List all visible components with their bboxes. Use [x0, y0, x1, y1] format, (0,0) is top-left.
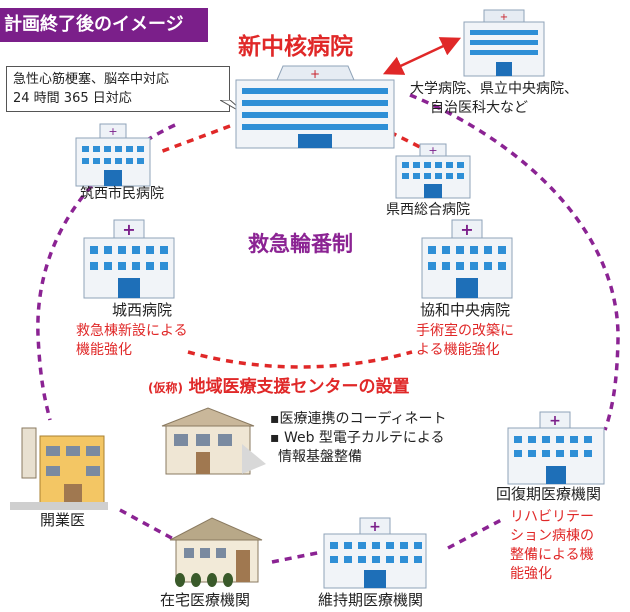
link-hub-chikusei: [159, 124, 231, 154]
center-bullets: ▪医療連携のコーディネート ▪ Web 型電子カルテによる 情報基盤整備: [270, 410, 447, 467]
clinic-icon: [10, 427, 108, 510]
hub-title: 新中核病院: [238, 34, 353, 60]
center-title-prefix: (仮称): [148, 381, 183, 395]
chikusei-label: 筑西市民病院: [80, 186, 164, 202]
svg-text:+: +: [500, 12, 508, 23]
bullet-icon: ▪: [270, 411, 280, 427]
callout-line-2: 24 時間 365 日対応: [13, 91, 132, 106]
link-maintenance-recovery: [447, 516, 506, 550]
kensei-label: 県西総合病院: [386, 202, 470, 218]
recovery-note-line-1: リハビリテー: [510, 509, 594, 525]
recovery-note-line-2: ション病棟の: [510, 528, 594, 544]
svg-text:+: +: [122, 220, 135, 239]
svg-text:+: +: [460, 220, 473, 239]
bullet-icon: ▪: [270, 430, 284, 446]
homecare-icon: [169, 517, 263, 587]
center-bullet-2b: 情報基盤整備: [278, 449, 362, 465]
center-bullet-1-text: 医療連携のコーディネート: [279, 411, 447, 427]
kyowa-note-line-1: 手術室の改築に: [416, 323, 514, 339]
plan-banner: 計画終了後のイメージ: [0, 8, 208, 42]
recovery-label: 回復期医療機関: [496, 485, 602, 503]
support-center-icon: [161, 407, 266, 475]
center-bullet-1: ▪医療連携のコーディネート: [270, 410, 447, 429]
university-hospital-icon: +: [463, 9, 545, 77]
josai-note-line-2: 機能強化: [76, 342, 132, 358]
rotation-loop-right: [409, 93, 620, 431]
hub-hospital-icon: +: [235, 65, 395, 149]
svg-text:+: +: [549, 413, 561, 429]
university-label: 大学病院、県立中央病院、 自治医科大など: [410, 80, 578, 118]
rotation-label: 救急輪番制: [248, 232, 353, 256]
josai-label: 城西病院: [112, 301, 173, 319]
chikusei-hospital-icon: +: [75, 123, 151, 187]
center-title-main: 地域医療支援センターの設置: [188, 377, 410, 397]
recovery-note-line-4: 能強化: [510, 566, 552, 582]
maintenance-label: 維持期医療機関: [318, 591, 424, 609]
center-bullet-2-text: Web 型電子カルテによる: [283, 430, 445, 446]
link-homecare-maintenance: [271, 550, 323, 564]
hub-callout: 急性心筋梗塞、脳卒中対応 24 時間 365 日対応: [6, 66, 230, 112]
homecare-label: 在宅医療機関: [160, 591, 251, 609]
callout-line-1: 急性心筋梗塞、脳卒中対応: [13, 72, 170, 87]
kyowa-note: 手術室の改築に よる機能強化: [416, 322, 514, 360]
center-bullet-2: ▪ Web 型電子カルテによる: [270, 429, 447, 448]
kyowa-note-line-2: よる機能強化: [416, 342, 500, 358]
svg-text:+: +: [428, 144, 437, 157]
center-title: (仮称) 地域医療支援センターの設置: [148, 377, 410, 398]
kyowa-label: 協和中央病院: [420, 301, 511, 319]
josai-note: 救急棟新設による 機能強化: [76, 322, 188, 360]
maintenance-hospital-icon: +: [323, 517, 427, 589]
link-hub-university-arrow: [382, 37, 462, 75]
recovery-note: リハビリテー ション病棟の 整備による機 能強化: [510, 508, 594, 584]
clinic-label: 開業医: [40, 511, 86, 529]
josai-hospital-icon: +: [83, 219, 175, 299]
university-label-line-1: 大学病院、県立中央病院、: [410, 81, 578, 97]
recovery-hospital-icon: +: [507, 411, 605, 485]
kyowa-hospital-icon: +: [421, 219, 513, 299]
recovery-note-line-3: 整備による機: [510, 547, 594, 563]
kensei-hospital-icon: +: [395, 143, 471, 199]
link-josai-kyowa: [187, 350, 413, 369]
josai-note-line-1: 救急棟新設による: [76, 323, 188, 339]
svg-text:+: +: [310, 67, 320, 81]
svg-text:+: +: [108, 125, 117, 138]
university-label-line-2: 自治医科大など: [430, 100, 528, 116]
svg-text:+: +: [369, 519, 381, 535]
